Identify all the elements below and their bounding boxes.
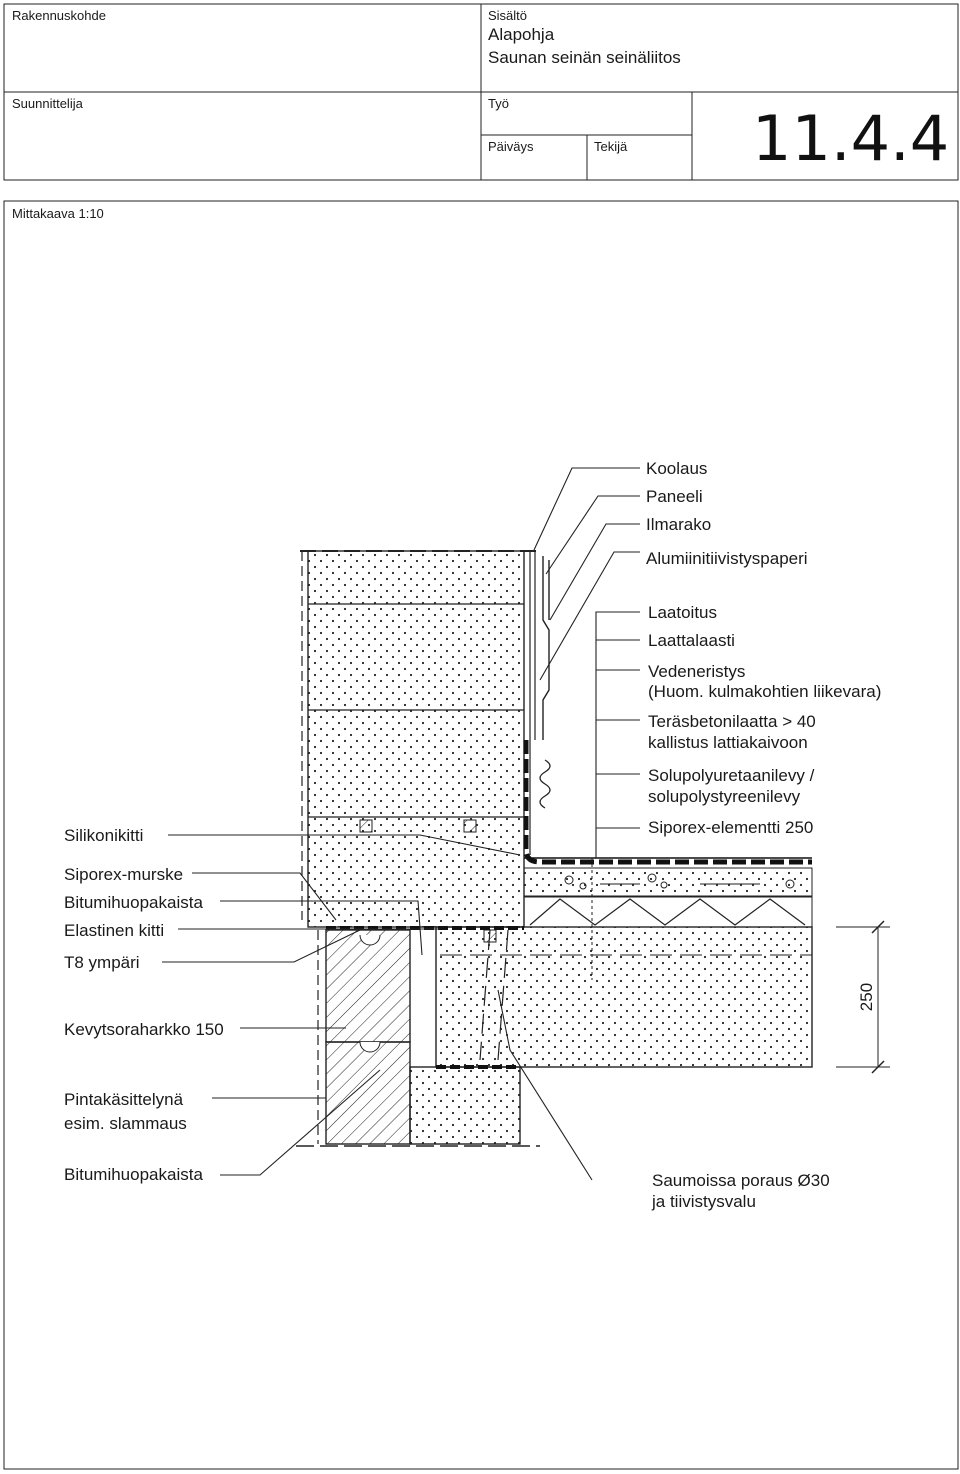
sisalto-line-1: Alapohja bbox=[488, 25, 555, 44]
label-elastinen-kitti: Elastinen kitti bbox=[64, 921, 164, 940]
label-paneeli: Paneeli bbox=[646, 487, 703, 506]
label-esim-slammaus: esim. slammaus bbox=[64, 1114, 187, 1133]
label-solupolystyreenilevy: solupolystyreenilevy bbox=[648, 787, 801, 806]
label-koolaus: Koolaus bbox=[646, 459, 707, 478]
lightweight-block-lower bbox=[325, 1041, 411, 1145]
lightweight-block-upper bbox=[325, 929, 411, 1043]
label-saumoissa-poraus: Saumoissa poraus Ø30 bbox=[652, 1171, 830, 1190]
paivays-label: Päiväys bbox=[488, 139, 534, 154]
label-laattalaasti: Laattalaasti bbox=[648, 631, 735, 650]
sisalto-line-2: Saunan seinän seinäliitos bbox=[488, 48, 681, 67]
label-laatoitus: Laatoitus bbox=[648, 603, 717, 622]
leaders-right bbox=[533, 467, 640, 858]
sisalto-label: Sisältö bbox=[488, 8, 527, 23]
drawing-frame bbox=[3, 200, 959, 1470]
label-tiivistysvalu: ja tiivistysvalu bbox=[651, 1192, 756, 1211]
labels-right: Koolaus Paneeli Ilmarako Alumiinitiivist… bbox=[646, 459, 881, 837]
dimension-250: 250 bbox=[857, 983, 876, 1011]
siporex-wall bbox=[307, 550, 525, 928]
label-t8-ympari: T8 ympäri bbox=[64, 953, 140, 972]
labels-bottom: Saumoissa poraus Ø30 ja tiivistysvalu bbox=[651, 1171, 830, 1211]
label-bitumihuopakaista-top: Bitumihuopakaista bbox=[64, 893, 203, 912]
label-vedeneristys-note: (Huom. kulmakohtien liikevara) bbox=[648, 682, 881, 701]
label-bitumihuopakaista-bottom: Bitumihuopakaista bbox=[64, 1165, 203, 1184]
siporex-floor-element bbox=[435, 926, 813, 1068]
labels-left: Silikonikitti Siporex-murske Bitumihuopa… bbox=[64, 826, 224, 1184]
label-alumiinitiivistyspaperi: Alumiinitiivistyspaperi bbox=[646, 549, 808, 568]
label-vedeneristys: Vedeneristys bbox=[648, 662, 745, 681]
label-ilmarako: Ilmarako bbox=[646, 515, 711, 534]
label-kevytsoraharkko: Kevytsoraharkko 150 bbox=[64, 1020, 224, 1039]
suunnittelija-label: Suunnittelija bbox=[12, 96, 84, 111]
section-detail: 250 bbox=[162, 467, 890, 1181]
label-silikonikitti: Silikonikitti bbox=[64, 826, 143, 845]
tyo-label: Työ bbox=[488, 96, 509, 111]
rakennuskohde-label: Rakennuskohde bbox=[12, 8, 106, 23]
label-solupolyuretaanilevy: Solupolyuretaanilevy / bbox=[648, 766, 815, 785]
label-kallistus: kallistus lattiakaivoon bbox=[648, 733, 808, 752]
tekija-label: Tekijä bbox=[594, 139, 628, 154]
drawing-number: 11.4.4 bbox=[752, 102, 949, 175]
label-siporex-elementti: Siporex-elementti 250 bbox=[648, 818, 813, 837]
leaders-left bbox=[162, 834, 593, 1181]
label-terasbetonilaatta: Teräsbetonilaatta > 40 bbox=[648, 712, 816, 731]
label-pintakasittelyna: Pintakäsittelynä bbox=[64, 1090, 184, 1109]
concrete-slab bbox=[523, 867, 813, 897]
label-siporex-murske: Siporex-murske bbox=[64, 865, 183, 884]
scale-label: Mittakaava 1:10 bbox=[12, 206, 104, 221]
title-block bbox=[3, 3, 959, 181]
base-block bbox=[409, 1066, 521, 1145]
